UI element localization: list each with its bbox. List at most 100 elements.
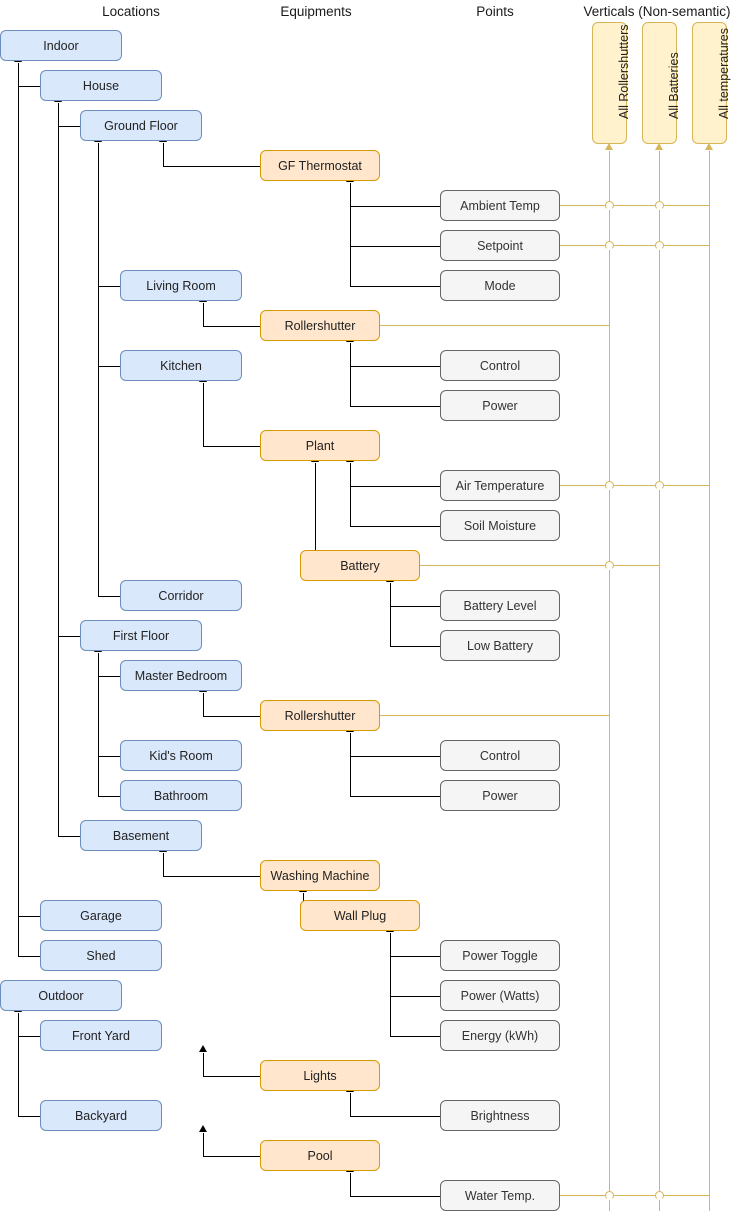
connector-segment xyxy=(98,595,120,597)
arrowhead xyxy=(705,143,713,150)
connector-segment xyxy=(203,693,204,716)
connector-segment xyxy=(380,325,609,326)
connector-segment xyxy=(390,933,391,1036)
equipment-node-battery[interactable]: Battery xyxy=(300,550,420,581)
point-node-ambient-temp[interactable]: Ambient Temp xyxy=(440,190,560,221)
connector-segment xyxy=(18,85,40,87)
arrowhead xyxy=(655,143,663,150)
line-hop-marker xyxy=(604,480,614,490)
equipment-node-washing-machine[interactable]: Washing Machine xyxy=(260,860,380,891)
equipment-node-gf-thermostat[interactable]: GF Thermostat xyxy=(260,150,380,181)
connector-segment xyxy=(98,365,120,367)
connector-segment xyxy=(560,205,709,206)
location-node-shed[interactable]: Shed xyxy=(40,940,162,971)
column-header-verticals-non-semantic: Verticals (Non-semantic) xyxy=(583,4,731,19)
connector-segment xyxy=(350,463,351,526)
point-node-energy-kwh[interactable]: Energy (kWh) xyxy=(440,1020,560,1051)
connector-segment xyxy=(98,675,120,677)
connector-segment xyxy=(163,853,164,876)
location-node-first-floor[interactable]: First Floor xyxy=(80,620,202,651)
equipment-node-rollershutter[interactable]: Rollershutter xyxy=(260,700,380,731)
connector-segment xyxy=(350,183,351,286)
location-node-master-bedroom[interactable]: Master Bedroom xyxy=(120,660,242,691)
connector-segment xyxy=(350,205,440,207)
connector-segment xyxy=(203,1075,260,1077)
connector-segment xyxy=(350,1093,351,1116)
line-hop-marker xyxy=(654,200,664,210)
equipment-node-wall-plug[interactable]: Wall Plug xyxy=(300,900,420,931)
point-node-soil-moisture[interactable]: Soil Moisture xyxy=(440,510,560,541)
connector-segment xyxy=(350,485,440,487)
location-node-basement[interactable]: Basement xyxy=(80,820,202,851)
vertical-node-label: All temperatures xyxy=(716,27,731,119)
point-node-battery-level[interactable]: Battery Level xyxy=(440,590,560,621)
connector-segment xyxy=(709,151,710,1211)
connector-segment xyxy=(420,565,659,566)
vertical-node-all-batteries[interactable]: All Batteries xyxy=(642,22,681,144)
connector-segment xyxy=(163,165,260,167)
point-node-power[interactable]: Power xyxy=(440,390,560,421)
connector-segment xyxy=(98,143,99,596)
point-node-mode[interactable]: Mode xyxy=(440,270,560,301)
point-node-control[interactable]: Control xyxy=(440,350,560,381)
equipment-node-lights[interactable]: Lights xyxy=(260,1060,380,1091)
vertical-node-label: All Rollershutters xyxy=(616,24,631,119)
connector-segment xyxy=(98,755,120,757)
point-node-air-temperature[interactable]: Air Temperature xyxy=(440,470,560,501)
point-node-power-watts[interactable]: Power (Watts) xyxy=(440,980,560,1011)
point-node-control[interactable]: Control xyxy=(440,740,560,771)
connector-segment xyxy=(560,245,709,246)
point-node-power[interactable]: Power xyxy=(440,780,560,811)
line-hop-marker xyxy=(654,1190,664,1200)
connector-segment xyxy=(98,653,99,796)
connector-segment xyxy=(18,955,40,957)
location-node-corridor[interactable]: Corridor xyxy=(120,580,242,611)
connector-segment xyxy=(390,605,440,607)
location-node-house[interactable]: House xyxy=(40,70,162,101)
connector-segment xyxy=(350,343,351,406)
location-node-indoor[interactable]: Indoor xyxy=(0,30,122,61)
connector-segment xyxy=(350,405,440,407)
connector-segment xyxy=(18,1013,19,1116)
line-hop-marker xyxy=(654,240,664,250)
connector-segment xyxy=(18,915,40,917)
point-node-setpoint[interactable]: Setpoint xyxy=(440,230,560,261)
location-node-front-yard[interactable]: Front Yard xyxy=(40,1020,162,1051)
point-node-power-toggle[interactable]: Power Toggle xyxy=(440,940,560,971)
connector-segment xyxy=(350,1115,440,1117)
point-node-brightness[interactable]: Brightness xyxy=(440,1100,560,1131)
location-node-outdoor[interactable]: Outdoor xyxy=(0,980,122,1011)
connector-segment xyxy=(350,755,440,757)
line-hop-marker xyxy=(654,480,664,490)
column-header-points: Points xyxy=(476,4,514,19)
connector-segment xyxy=(350,285,440,287)
connector-segment xyxy=(390,995,440,997)
connector-segment xyxy=(203,325,260,327)
connector-segment xyxy=(203,383,204,446)
connector-segment xyxy=(350,365,440,367)
connector-segment xyxy=(98,795,120,797)
vertical-node-all-temperatures[interactable]: All temperatures xyxy=(692,22,731,144)
connector-segment xyxy=(390,1035,440,1037)
location-node-garage[interactable]: Garage xyxy=(40,900,162,931)
location-node-ground-floor[interactable]: Ground Floor xyxy=(80,110,202,141)
location-node-backyard[interactable]: Backyard xyxy=(40,1100,162,1131)
point-node-low-battery[interactable]: Low Battery xyxy=(440,630,560,661)
line-hop-marker xyxy=(604,240,614,250)
equipment-node-plant[interactable]: Plant xyxy=(260,430,380,461)
vertical-node-all-rollershutters[interactable]: All Rollershutters xyxy=(592,22,631,144)
equipment-node-rollershutter[interactable]: Rollershutter xyxy=(260,310,380,341)
connector-segment xyxy=(98,285,120,287)
arrowhead xyxy=(199,1045,207,1052)
connector-segment xyxy=(203,1155,260,1157)
location-node-kitchen[interactable]: Kitchen xyxy=(120,350,242,381)
arrowhead xyxy=(605,143,613,150)
location-node-bathroom[interactable]: Bathroom xyxy=(120,780,242,811)
connector-segment xyxy=(560,1195,709,1196)
point-node-water-temp[interactable]: Water Temp. xyxy=(440,1180,560,1211)
location-node-kid-s-room[interactable]: Kid's Room xyxy=(120,740,242,771)
location-node-living-room[interactable]: Living Room xyxy=(120,270,242,301)
connector-segment xyxy=(380,715,609,716)
connector-segment xyxy=(350,795,440,797)
equipment-node-pool[interactable]: Pool xyxy=(260,1140,380,1171)
